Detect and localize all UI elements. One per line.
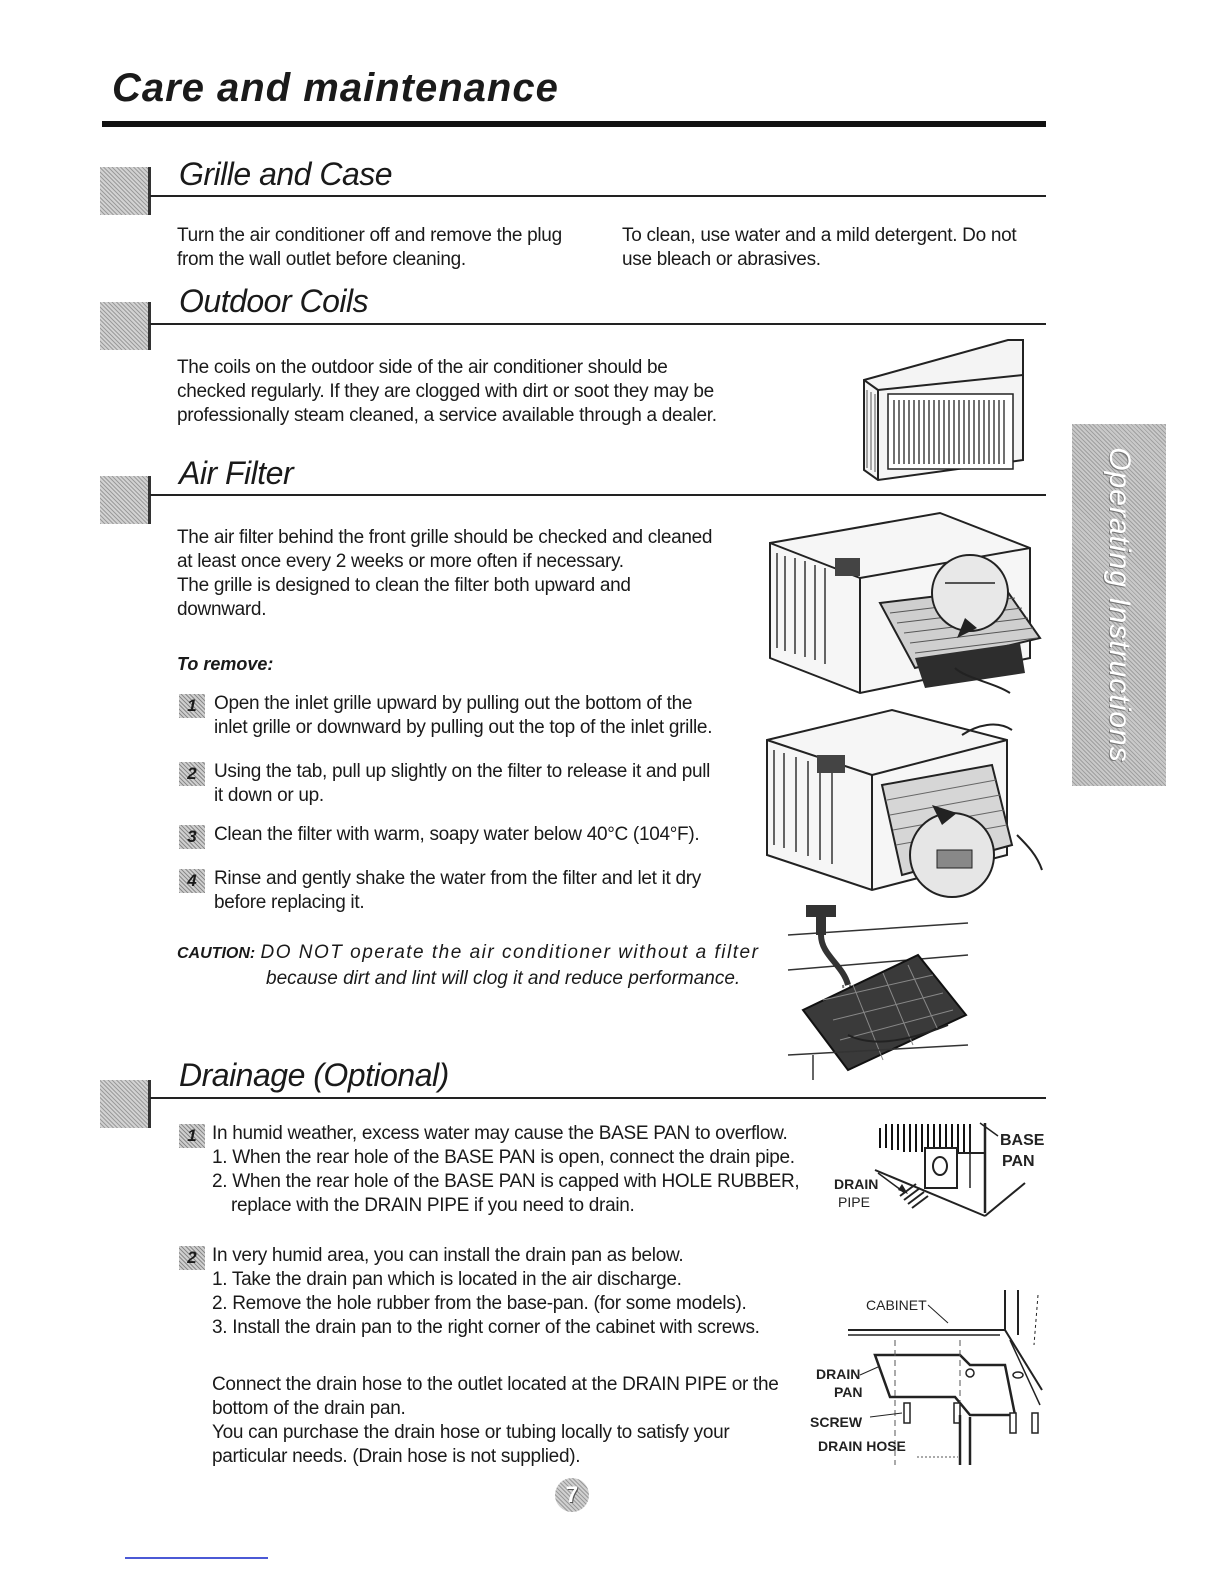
grille-right-text: To clean, use water and a mild detergent… [622, 225, 1017, 270]
section-heading-grille: Grille and Case [179, 156, 393, 192]
section-rule [150, 1097, 1046, 1099]
label-drain-hose: DRAIN HOSE [818, 1438, 906, 1454]
filter-removal-illustration-2 [766, 708, 1043, 898]
filter-intro-text: The air filter behind the front grille s… [177, 527, 713, 620]
drainage-step-2: In very humid area, you can install the … [212, 1245, 760, 1338]
section-marker-grille [100, 167, 151, 215]
section-rule [150, 494, 1046, 496]
step-badge-4: 4 [179, 869, 205, 893]
caution-line-2: because dirt and lint will clog it and r… [266, 968, 741, 989]
section-marker-drainage [100, 1080, 151, 1128]
section-heading-drainage: Drainage (Optional) [179, 1057, 449, 1093]
step-badge-1: 1 [179, 694, 205, 718]
label-drain-pan-1: DRAIN [816, 1366, 861, 1382]
label-cabinet: CABINET [866, 1297, 927, 1313]
base-pan-drain-pipe-diagram [874, 1122, 1026, 1217]
label-drain: DRAIN [834, 1176, 879, 1192]
section-heading-coils: Outdoor Coils [179, 283, 369, 319]
caution-label: CAUTION: [177, 945, 256, 962]
side-tab-label: Operating Instructions [1103, 447, 1136, 763]
to-remove-heading: To remove: [177, 654, 274, 674]
label-pan: PAN [1002, 1153, 1035, 1170]
section-rule [150, 195, 1046, 197]
step-badge-3: 3 [179, 825, 205, 849]
outdoor-coils-illustration [863, 339, 1024, 482]
title-rule [102, 121, 1046, 127]
section-marker-filter [100, 476, 151, 524]
label-pipe: PIPE [838, 1194, 870, 1210]
label-drain-pan-2: PAN [834, 1384, 863, 1400]
label-screw: SCREW [810, 1414, 863, 1430]
caution-line-1: CAUTION: DO NOT operate the air conditio… [177, 942, 760, 963]
section-heading-filter: Air Filter [179, 455, 294, 491]
filter-removal-illustration-1 [769, 511, 1042, 695]
bottom-link-underline [125, 1557, 268, 1559]
step-badge-2: 2 [179, 762, 205, 786]
section-rule [150, 323, 1046, 325]
page-title: Care and maintenance [112, 66, 559, 110]
page-number: 7 [555, 1478, 589, 1512]
filter-washing-illustration [787, 905, 969, 1080]
drainage-connect-text: Connect the drain hose to the outlet loc… [212, 1374, 779, 1467]
drainage-step-1: In humid weather, excess water may cause… [212, 1123, 800, 1216]
drain-step-badge-1: 1 [179, 1124, 205, 1148]
side-tab: Operating Instructions [1072, 424, 1166, 786]
filter-step-4: Rinse and gently shake the water from th… [214, 868, 701, 913]
grille-left-text: Turn the air conditioner off and remove … [177, 225, 562, 270]
drain-pan-installation-diagram [848, 1290, 1043, 1465]
filter-step-3: Clean the filter with warm, soapy water … [214, 824, 700, 845]
drain-step-badge-2: 2 [179, 1246, 205, 1270]
section-marker-coils [100, 302, 151, 350]
filter-step-1: Open the inlet grille upward by pulling … [214, 693, 713, 738]
label-base: BASE [1000, 1132, 1045, 1149]
filter-step-2: Using the tab, pull up slightly on the f… [214, 761, 711, 806]
coils-text: The coils on the outdoor side of the air… [177, 357, 717, 426]
